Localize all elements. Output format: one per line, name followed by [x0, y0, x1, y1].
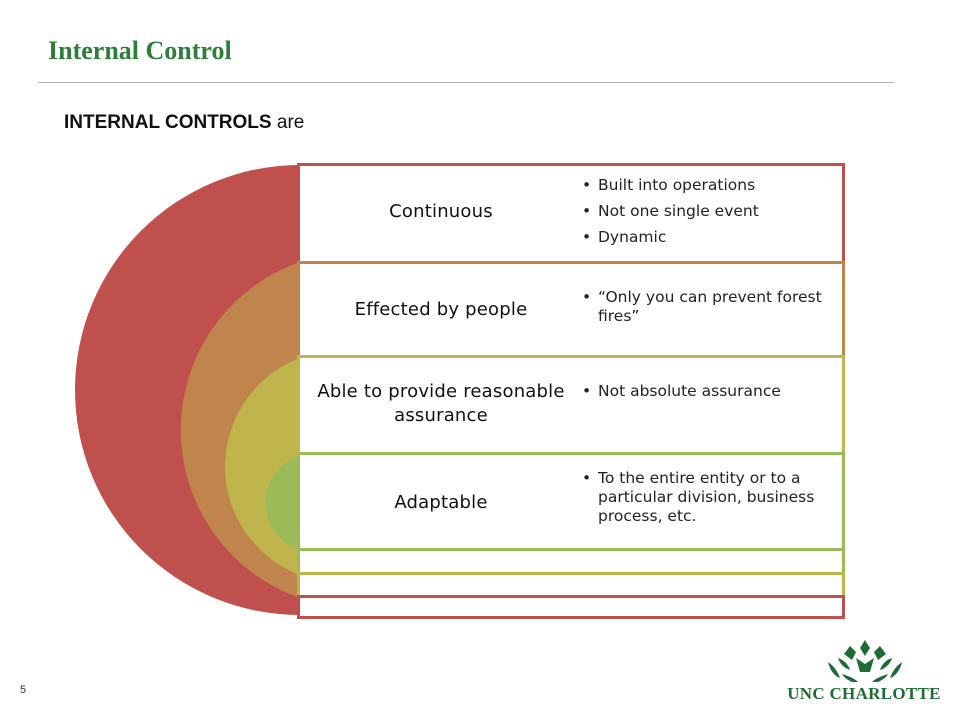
list-item: “Only you can prevent forest fires”: [582, 288, 840, 326]
layer-bullet-list: “Only you can prevent forest fires”: [582, 288, 840, 333]
layer-bullet-list: Built into operations Not one single eve…: [582, 176, 840, 254]
layer-band-filler: [297, 595, 845, 619]
subtitle-bold: INTERNAL CONTROLS: [64, 112, 272, 133]
list-item: Not one single event: [582, 202, 840, 221]
unc-charlotte-logo-icon: [828, 640, 902, 682]
slide-title: Internal Control: [48, 36, 232, 65]
layer-ring-adaptable: [265, 455, 300, 550]
title-divider: [38, 82, 894, 83]
layer-label: Able to provide reasonable assurance: [317, 381, 565, 426]
layer-band-reasonable-assurance: Able to provide reasonable assurance Not…: [297, 355, 845, 455]
layer-label: Effected by people: [354, 299, 528, 320]
layer-bullet-list: Not absolute assurance: [582, 382, 840, 408]
layer-band-continuous: Continuous Built into operations Not one…: [297, 163, 845, 264]
layer-band-filler: [297, 572, 845, 598]
page-number: 5: [20, 684, 27, 696]
list-item: Dynamic: [582, 228, 840, 247]
layer-bullet-list: To the entire entity or to a particular …: [582, 469, 840, 533]
layer-label: Adaptable: [394, 492, 488, 513]
layer-band-adaptable: Adaptable To the entire entity or to a p…: [297, 452, 845, 551]
layer-label: Continuous: [389, 201, 493, 222]
logo-wordmark: UNC CHARLOTTE: [787, 684, 941, 703]
slide-subtitle: INTERNAL CONTROLS are: [64, 112, 304, 134]
layer-band-filler: [297, 548, 845, 575]
list-item: Built into operations: [582, 176, 840, 195]
subtitle-rest: are: [271, 112, 305, 133]
list-item: To the entire entity or to a particular …: [582, 469, 840, 526]
layer-band-effected-by-people: Effected by people “Only you can prevent…: [297, 261, 845, 358]
list-item: Not absolute assurance: [582, 382, 840, 401]
